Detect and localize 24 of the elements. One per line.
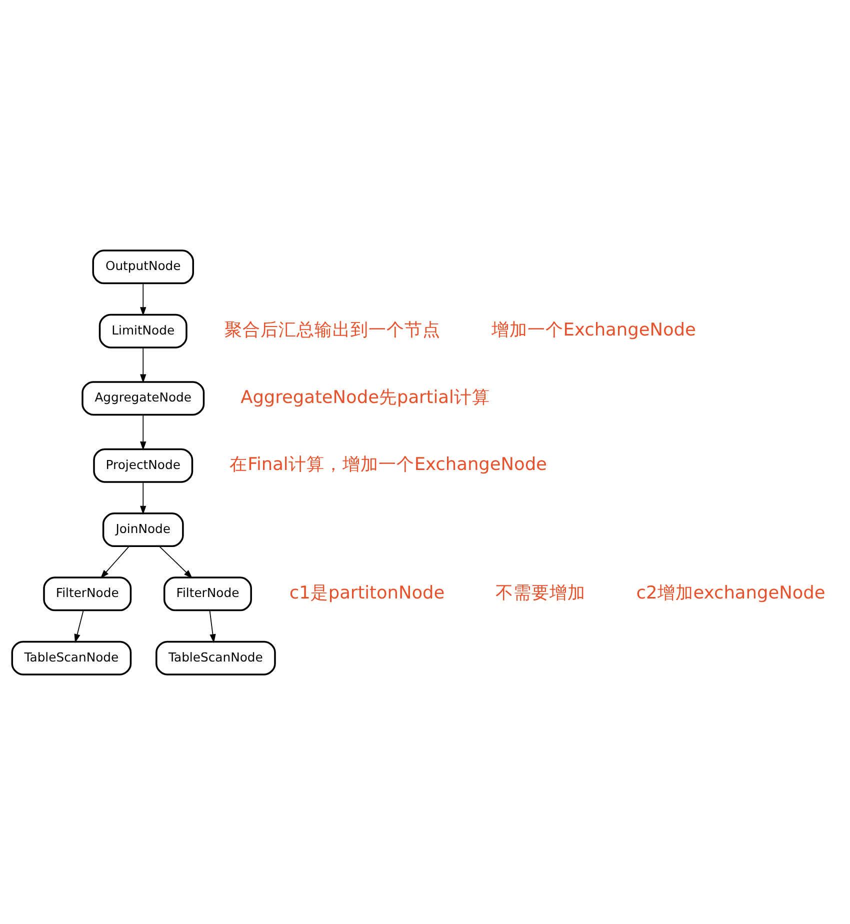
label: AggregateNode先partial计算	[240, 387, 490, 408]
node-box: JoinNode	[102, 512, 184, 547]
label: 不需要增加	[495, 582, 586, 603]
node-box: TableScanNode	[156, 640, 276, 675]
node-box: FilterNode	[43, 576, 132, 611]
arrow	[140, 414, 146, 450]
arrow	[140, 282, 146, 316]
node-box: AggregateNode	[82, 380, 205, 416]
arrow	[140, 481, 146, 514]
arrow	[100, 545, 130, 578]
arrow	[209, 610, 216, 642]
node-box: TableScanNode	[11, 640, 132, 675]
label: 聚合后汇总输出到一个节点	[224, 320, 441, 340]
node-box: ProjectNode	[93, 448, 194, 482]
label: 在Final计算，增加一个ExchangeNode	[230, 454, 547, 475]
node-box: LimitNode	[98, 313, 188, 348]
label: c1是partitonNode	[289, 582, 445, 603]
arrow	[74, 610, 84, 642]
arrow	[140, 346, 146, 383]
label: c2增加exchangeNode	[636, 582, 826, 603]
node-box: FilterNode	[163, 576, 252, 611]
arrow	[158, 545, 193, 578]
node-box: OutputNode	[92, 249, 194, 284]
label: 增加一个ExchangeNode	[491, 320, 696, 340]
